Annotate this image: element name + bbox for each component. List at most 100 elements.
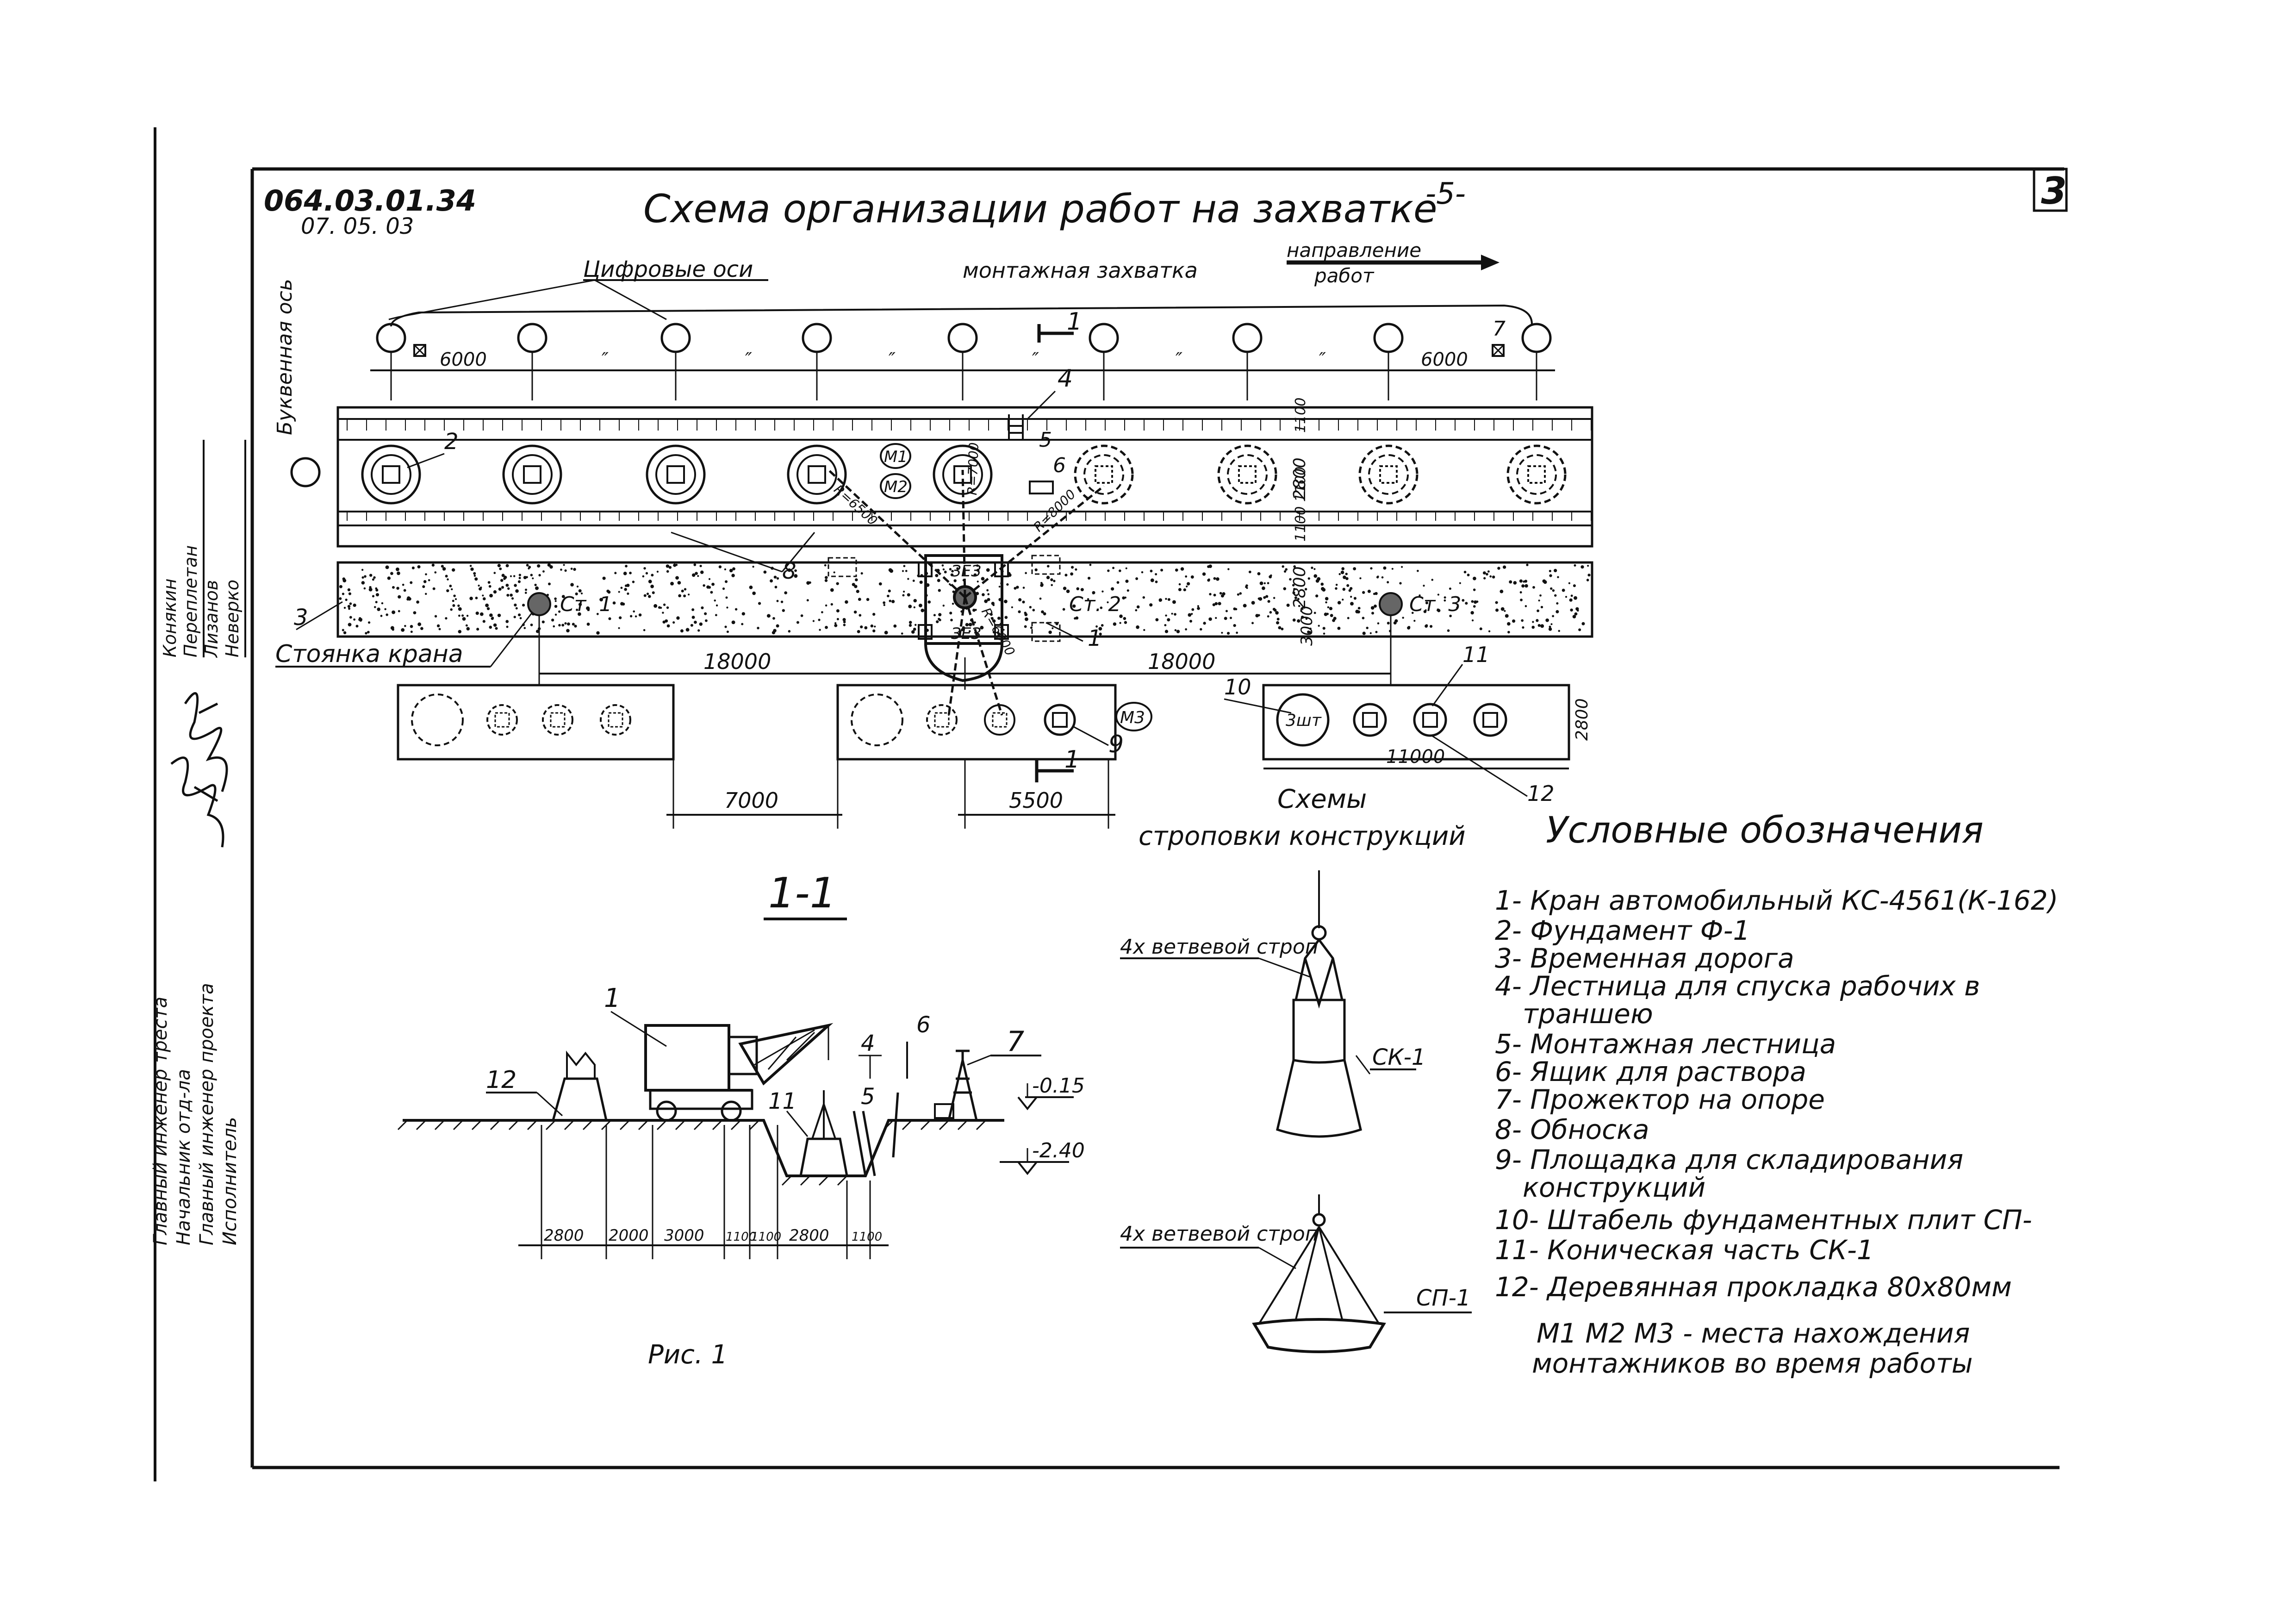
section-dim: 2800 bbox=[789, 1226, 829, 1245]
crane-stand-3 bbox=[1379, 592, 1403, 616]
legend-item-5: 5- Монтажная лестница bbox=[1495, 1028, 1836, 1060]
callout-7-section: 7 bbox=[1007, 1025, 1024, 1058]
legend-note-2: монтажников во время работы bbox=[1532, 1348, 1973, 1379]
dim-ticks bbox=[390, 352, 1537, 400]
callout-9: 9 bbox=[1108, 731, 1124, 758]
axis-circle bbox=[947, 323, 978, 353]
section-dim: 3000 bbox=[664, 1226, 704, 1245]
legend-item-11: 11- Коническая часть СК-1 bbox=[1495, 1234, 1874, 1266]
grip-label: монтажная захватка bbox=[963, 258, 1198, 283]
section-title: 1-1 bbox=[768, 869, 836, 918]
dim-vertical: 1100 bbox=[1293, 398, 1309, 433]
section-dim: 2000 bbox=[609, 1226, 649, 1245]
storage-platform-right: 3шт bbox=[1262, 684, 1570, 761]
dim-7000: 7000 bbox=[724, 788, 778, 813]
foundation-in-trench bbox=[799, 1090, 849, 1177]
axes-label: Цифровые оси bbox=[583, 256, 753, 282]
crane-stand-label: Стоянка крана bbox=[275, 640, 463, 668]
callout-7-plan: 7 bbox=[1493, 317, 1506, 341]
scaffold-ticks bbox=[347, 512, 1592, 521]
callout-5: 5 bbox=[1039, 428, 1052, 452]
legend-item-6: 6- Ящик для раствора bbox=[1495, 1056, 1806, 1087]
spotlight-tower bbox=[947, 1049, 978, 1121]
header: 064.03.01.34 07. 05. 03 Схема организаци… bbox=[264, 177, 1466, 239]
svg-text:ЗЕЗ: ЗЕЗ bbox=[951, 562, 981, 581]
letter-axis-circle bbox=[290, 457, 321, 487]
role-4: Исполнитель bbox=[219, 1117, 241, 1245]
storage-platform-middle bbox=[836, 684, 1117, 761]
direction-label-2: работ bbox=[1314, 264, 1375, 287]
section-dim: 1100 bbox=[726, 1230, 756, 1244]
radius-label: R=6000 bbox=[978, 605, 1018, 658]
dim-11000: 11000 bbox=[1386, 746, 1445, 768]
drawing-date: 07. 05. 03 bbox=[301, 213, 414, 239]
dim-18000-b: 18000 bbox=[1148, 649, 1215, 674]
sling-sk1 bbox=[1276, 870, 1371, 1138]
callout-4-section: 4 bbox=[861, 1031, 875, 1056]
stand-3-label: Ст. 3 bbox=[1409, 593, 1461, 616]
axis-circle bbox=[660, 323, 691, 353]
legend-item-8: 8- Обноска bbox=[1495, 1114, 1649, 1145]
legend-item-4: 4- Лестница для спуска рабочих в bbox=[1495, 970, 1980, 1002]
legend-item-12: 12- Деревянная прокладка 80х80мм bbox=[1495, 1271, 2012, 1303]
ditto-mark: ″ bbox=[1319, 349, 1326, 370]
callout-5-section: 5 bbox=[861, 1084, 875, 1110]
section-mark-top: 1 bbox=[1067, 308, 1082, 336]
drawing-code: 064.03.01.34 bbox=[264, 184, 476, 218]
dim-18000-a: 18000 bbox=[703, 649, 771, 674]
scaffold-ticks bbox=[347, 419, 1592, 431]
worker-markers: M1 M2 M3 bbox=[880, 443, 1152, 731]
callout-1-plan: 1 bbox=[1088, 625, 1102, 651]
level-1: -0.15 bbox=[1032, 1074, 1085, 1098]
worker-m1: M1 bbox=[884, 448, 908, 466]
legend-item-7: 7- Прожектор на опоре bbox=[1495, 1084, 1825, 1115]
section-mark-bottom: 1 bbox=[1064, 746, 1080, 774]
section-cut-bottom: 1 bbox=[1035, 746, 1080, 782]
legend-item-3: 3- Временная дорога bbox=[1495, 943, 1794, 974]
legend-note-1: M1 M2 M3 - места нахождения bbox=[1537, 1318, 1970, 1349]
legend-title: Условные обозначения bbox=[1546, 810, 1984, 851]
signature-scribble-1 bbox=[184, 692, 228, 792]
crane-stand-1 bbox=[527, 592, 551, 616]
worker-m3: M3 bbox=[1120, 708, 1145, 727]
drawing-title: Схема организации работ на захватке bbox=[643, 186, 1437, 231]
legend-item-1: 1- Кран автомобильный КС-4561(К-162) bbox=[1495, 885, 2058, 916]
axis-circle bbox=[376, 323, 406, 353]
worker-m2: M2 bbox=[884, 478, 908, 496]
callout-1-section: 1 bbox=[604, 983, 621, 1013]
mortar-box-icon bbox=[1029, 481, 1054, 494]
section-dim: 1100 bbox=[751, 1230, 781, 1244]
slinging-title-1: Схемы bbox=[1277, 784, 1367, 814]
ditto-mark: ″ bbox=[602, 349, 609, 370]
span-last: 6000 bbox=[1421, 349, 1468, 370]
section-dim: 2800 bbox=[544, 1226, 584, 1245]
callout-12-section: 12 bbox=[486, 1066, 516, 1094]
ground-hatch bbox=[397, 1119, 987, 1186]
dim-vertical: 2800 bbox=[1290, 457, 1309, 500]
spotlight-icon bbox=[413, 344, 426, 357]
signer-2: Переплетан bbox=[180, 545, 201, 657]
foundations bbox=[361, 444, 1567, 505]
legend-item-4b: траншею bbox=[1523, 998, 1653, 1030]
ditto-mark: ″ bbox=[1032, 349, 1039, 370]
dim-platform-width: 2800 bbox=[1573, 698, 1592, 741]
sheet-number: 3 bbox=[2041, 169, 2067, 212]
callout-6: 6 bbox=[1053, 454, 1066, 477]
signer-1: Конякин bbox=[160, 579, 180, 657]
signer-3: Лизанов bbox=[201, 580, 222, 658]
legend-item-2: 2- Фундамент Ф-1 bbox=[1495, 915, 1750, 946]
axis-circle bbox=[517, 323, 548, 353]
level-2: -2.40 bbox=[1032, 1139, 1085, 1162]
axis-circle bbox=[1521, 323, 1552, 353]
sling-label-2: 4х ветвевой строп bbox=[1120, 1222, 1319, 1246]
callout-11: 11 bbox=[1462, 642, 1490, 667]
figure-caption: Рис. 1 bbox=[648, 1340, 728, 1370]
ditto-mark: ″ bbox=[889, 349, 896, 370]
letter-axis-label: Буквенная ось bbox=[273, 279, 297, 435]
storage-platform-left bbox=[397, 684, 675, 761]
axis-circle bbox=[802, 323, 832, 353]
plan: Цифровые оси Буквенная ось монтажная зах… bbox=[273, 239, 1593, 829]
sp1-label: СП-1 bbox=[1416, 1285, 1470, 1311]
callout-2: 2 bbox=[444, 429, 459, 455]
